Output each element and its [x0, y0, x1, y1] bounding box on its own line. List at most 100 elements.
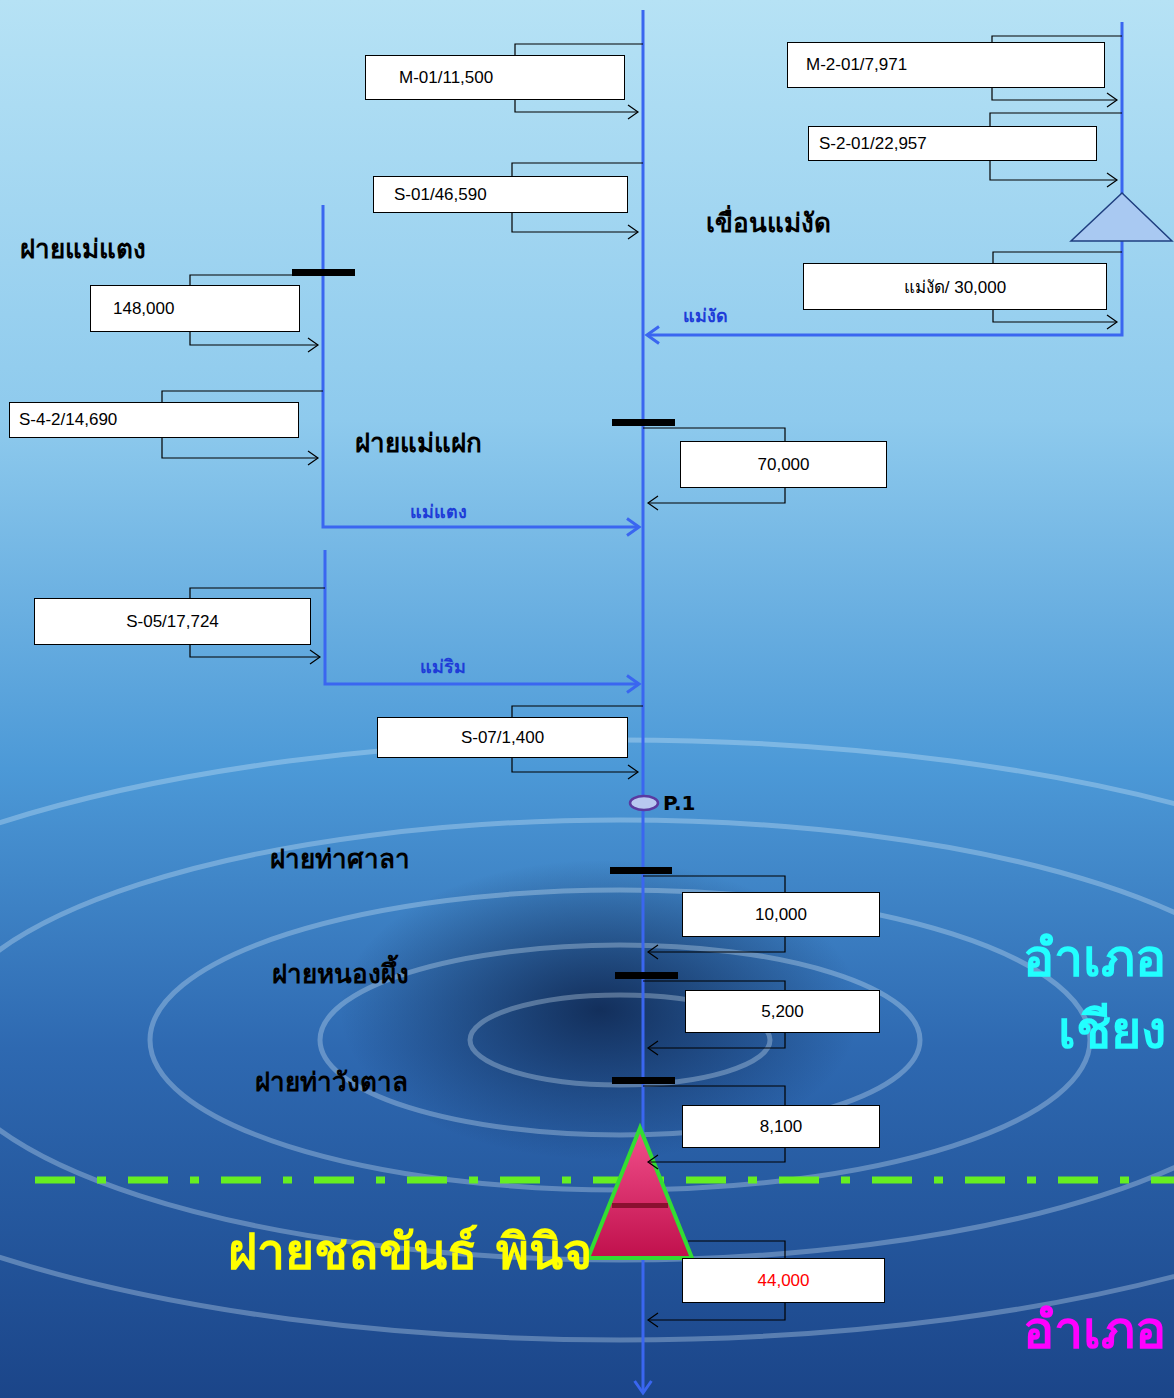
inflow-bracket	[643, 428, 785, 441]
flow-value: 8,100	[760, 1117, 803, 1137]
dam-symbol	[1071, 193, 1172, 241]
flow-box: M-2-01/7,971	[787, 42, 1105, 88]
river-arrowhead	[627, 519, 639, 536]
flow-box: S-01/46,590	[373, 176, 628, 213]
inflow-bracket	[512, 706, 643, 717]
station-name: P.1	[663, 791, 696, 815]
inflow-bracket	[515, 100, 638, 112]
weir-bar	[612, 419, 675, 426]
inflow-bracket	[190, 332, 318, 345]
mae-rim-river	[325, 550, 639, 684]
inflow-bracket	[643, 876, 785, 892]
inflow-bracket	[648, 1033, 785, 1048]
flow-box: แม่งัด/ 30,000	[803, 263, 1107, 310]
inflow-arrowhead	[648, 1041, 658, 1055]
inflow-bracket	[162, 391, 323, 402]
weir-name: ฝายท่าวังตาล	[255, 1067, 408, 1098]
river-name: แม่แตง	[410, 501, 467, 523]
inflow-arrowhead	[1107, 315, 1117, 329]
inflow-bracket	[162, 438, 318, 458]
water-ripple	[0, 740, 1174, 1340]
river-name: แม่งัด	[683, 305, 728, 327]
mae-ngat-river	[647, 22, 1122, 335]
flow-value: S-07/1,400	[461, 728, 544, 748]
weir-bar	[610, 867, 672, 874]
flow-value: S-4-2/14,690	[19, 410, 117, 430]
weir-triangle-bar	[612, 1203, 668, 1208]
inflow-arrowhead	[628, 225, 638, 239]
inflow-bracket	[515, 44, 643, 55]
water-ripple	[150, 890, 1090, 1190]
flow-value: M-01/11,500	[399, 68, 493, 88]
flow-box: 5,200	[685, 990, 880, 1033]
weir-triangle	[588, 1128, 692, 1258]
flow-value: S-2-01/22,957	[819, 134, 927, 154]
inflow-arrowhead	[1107, 173, 1117, 187]
inflow-bracket	[993, 310, 1117, 322]
inflow-arrowhead	[648, 1313, 658, 1327]
river-arrowhead	[635, 1381, 652, 1393]
mae-taeng-river	[323, 205, 639, 527]
district-name: อำเภอ	[1023, 927, 1166, 989]
weir-name: ฝายแม่แฝก	[355, 428, 482, 459]
inflow-bracket	[993, 252, 1122, 263]
flow-value: S-05/17,724	[126, 612, 219, 632]
inflow-bracket	[512, 213, 638, 232]
flow-value: S-01/46,590	[394, 185, 487, 205]
flow-box: 10,000	[682, 892, 880, 937]
weir-name: ฝายหนองผึ้ง	[272, 959, 409, 990]
inflow-bracket	[643, 981, 785, 990]
flow-value: แม่งัด/ 30,000	[904, 273, 1006, 300]
inflow-arrowhead	[648, 1155, 658, 1169]
inflow-arrowhead	[628, 105, 638, 119]
flow-box: 44,000	[682, 1258, 885, 1303]
water-ripple	[0, 820, 1174, 1260]
inflow-bracket	[190, 588, 325, 598]
weir-name: ฝายท่าศาลา	[270, 844, 410, 875]
weir-name: ฝายแม่แตง	[20, 234, 146, 265]
inflow-bracket	[512, 758, 638, 772]
flow-value: 10,000	[755, 905, 807, 925]
district-name: เชียง	[1058, 999, 1166, 1061]
river-arrowhead	[627, 676, 639, 693]
inflow-arrowhead	[308, 338, 318, 352]
inflow-arrowhead	[628, 765, 638, 779]
inflow-bracket	[990, 113, 1122, 126]
district-boundary	[35, 1177, 1174, 1184]
inflow-bracket	[688, 1241, 785, 1258]
flow-box: S-07/1,400	[377, 717, 628, 758]
flow-box: M-01/11,500	[365, 55, 625, 100]
inflow-arrowhead	[648, 945, 658, 959]
inflow-arrowhead	[1107, 93, 1117, 107]
inflow-arrowhead	[308, 451, 318, 465]
inflow-bracket	[190, 275, 323, 285]
gauge-station	[630, 796, 658, 810]
inflow-bracket	[648, 1148, 785, 1162]
flow-box: 148,000	[90, 285, 300, 332]
inflow-bracket	[648, 1303, 785, 1320]
flow-box: S-4-2/14,690	[9, 402, 299, 438]
inflow-bracket	[190, 645, 320, 657]
river-arrowhead	[647, 327, 659, 344]
flow-box: S-05/17,724	[34, 598, 311, 645]
inflow-bracket	[512, 163, 643, 176]
inflow-bracket	[992, 88, 1117, 100]
flow-value: 148,000	[113, 299, 174, 319]
dam-name: เขื่อนแม่งัด	[706, 208, 831, 239]
weir-bar	[615, 972, 678, 979]
flow-value: M-2-01/7,971	[806, 55, 907, 75]
district-name: อำเภอ	[1023, 1299, 1166, 1361]
inflow-bracket	[643, 1086, 785, 1105]
flow-box: S-2-01/22,957	[808, 126, 1097, 161]
flow-value: 44,000	[758, 1271, 810, 1291]
inflow-arrowhead	[648, 496, 658, 510]
inflow-bracket	[990, 161, 1117, 180]
flow-box: 8,100	[682, 1105, 880, 1148]
flow-value: 5,200	[761, 1002, 804, 1022]
weir-name: ฝายชลขันธ์ พินิจ	[205, 1205, 615, 1300]
river-name: แม่ริม	[420, 656, 466, 678]
flow-box: 70,000	[680, 441, 887, 488]
flow-value: 70,000	[758, 455, 810, 475]
